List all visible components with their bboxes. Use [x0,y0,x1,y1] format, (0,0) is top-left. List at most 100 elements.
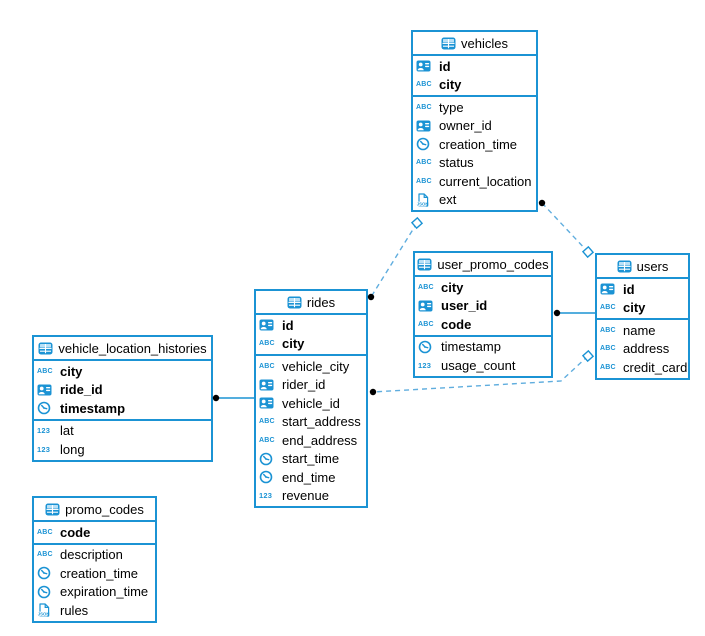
column-vehicles-current_location[interactable]: ABC current_location [413,172,536,191]
column-rides-start_time[interactable]: start_time [256,450,366,469]
relation-vehicles-users[interactable] [538,199,595,259]
table-title: rides [306,294,336,310]
relation-user_promo_codes-users[interactable] [553,309,595,317]
column-name: address [623,341,670,357]
column-rides-end_time[interactable]: end_time [256,468,366,487]
table-icon [38,342,53,355]
column-vehicles-creation_time[interactable]: creation_time [413,135,536,154]
column-name: rules [60,602,89,618]
column-name: city [441,279,464,295]
abc-icon: ABC [259,418,275,426]
clock-icon [37,585,55,599]
id-badge-icon [600,283,618,295]
column-name: name [623,322,656,338]
id-badge-icon [259,397,277,409]
column-vehicle_location_histories-timestamp[interactable]: timestamp [34,399,211,418]
column-users-address[interactable]: ABC address [597,340,688,359]
column-promo_codes-creation_time[interactable]: creation_time [34,564,155,583]
column-name: user_id [441,298,488,314]
column-name: id [623,281,635,297]
table-header-rides[interactable]: rides [256,291,366,315]
relation-diamond-endpoint [581,245,595,259]
column-promo_codes-rules[interactable]: JSON rules [34,601,155,620]
table-header-promo_codes[interactable]: promo_codes [34,498,155,522]
column-rides-vehicle_id[interactable]: vehicle_id [256,394,366,413]
abc-icon: ABC [600,326,616,334]
json-icon: JSON [37,603,55,617]
table-title: vehicles [461,35,508,51]
relation-vehicle_location_histories-rides[interactable] [212,394,254,402]
id-badge-icon [416,60,434,72]
table-icon [287,296,302,309]
column-name: owner_id [439,118,492,134]
table-icon [417,258,432,271]
column-promo_codes-expiration_time[interactable]: expiration_time [34,583,155,602]
table-title: users [636,258,669,274]
table-header-user_promo_codes[interactable]: user_promo_codes [415,253,551,277]
id-badge-icon [37,384,55,396]
table-header-vehicles[interactable]: vehicles [413,32,536,56]
id-badge-icon [416,120,434,132]
relation-dot-endpoint [369,388,377,396]
column-name: long [60,441,85,457]
abc-icon: ABC [416,177,432,185]
table-header-users[interactable]: users [597,255,688,279]
column-user_promo_codes-user_id[interactable]: user_id [415,297,551,316]
column-name: credit_card [623,359,688,375]
id-badge-icon [418,300,436,312]
abc-icon: ABC [416,159,432,167]
relation-dot-endpoint [212,394,220,402]
relation-dot-endpoint [553,309,561,317]
column-vehicle_location_histories-ride_id[interactable]: ride_id [34,381,211,400]
column-vehicles-id[interactable]: id [413,57,536,76]
column-name: id [282,317,294,333]
column-users-name[interactable]: ABC name [597,321,688,340]
abc-icon: ABC [600,345,616,353]
column-user_promo_codes-timestamp[interactable]: timestamp [415,338,551,357]
column-name: current_location [439,173,532,189]
svg-text:JSON: JSON [417,201,429,206]
column-rides-rider_id[interactable]: rider_id [256,376,366,395]
table-header-vehicle_location_histories[interactable]: vehicle_location_histories [34,337,211,361]
relation-line [541,202,589,253]
column-name: city [282,336,305,352]
column-rides-id[interactable]: id [256,316,366,335]
clock-icon [37,566,55,580]
column-vehicles-owner_id[interactable]: owner_id [413,117,536,136]
column-users-id[interactable]: id [597,280,688,299]
abc-icon: ABC [259,436,275,444]
